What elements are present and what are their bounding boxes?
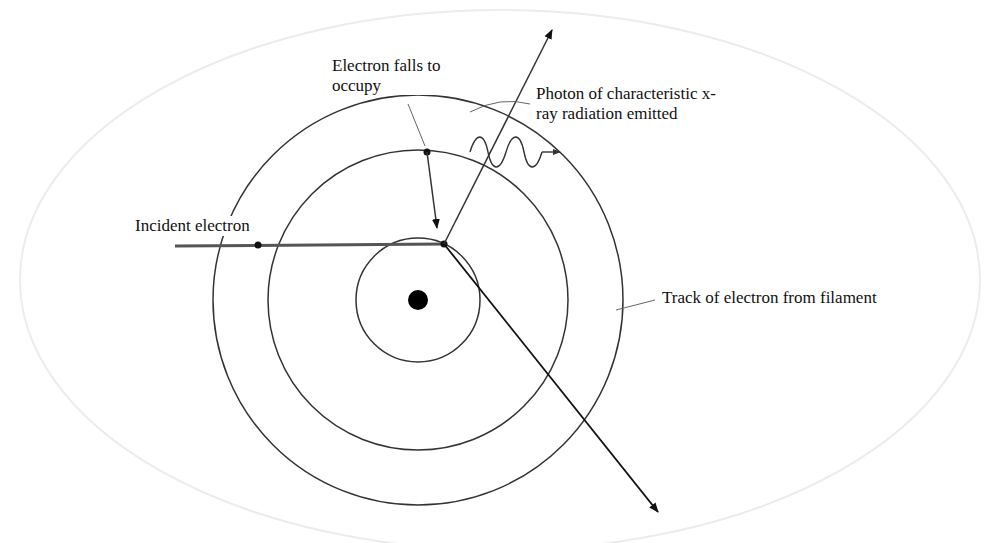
outer-shell <box>213 95 623 505</box>
callout-label: Track of electron from filament <box>660 288 879 308</box>
leader-line <box>408 104 425 146</box>
nucleus <box>408 290 428 310</box>
scattered-track <box>444 244 658 512</box>
inner-shell <box>356 238 480 362</box>
background-oval <box>20 10 980 543</box>
leader-arc <box>470 101 530 112</box>
photon-wave <box>470 137 542 167</box>
callout-label: Incident electron <box>133 216 252 236</box>
leader-line <box>616 300 655 310</box>
electron-dot <box>255 242 262 249</box>
incident-track <box>175 244 444 246</box>
fall-arrow <box>427 152 437 228</box>
callout-label: Photon of characteristic x-ray radiation… <box>534 84 720 123</box>
ejected-track <box>444 30 552 244</box>
photon-arrow <box>542 151 560 152</box>
callout-label: Electron falls to occupy <box>330 56 446 95</box>
middle-shell <box>268 150 568 450</box>
